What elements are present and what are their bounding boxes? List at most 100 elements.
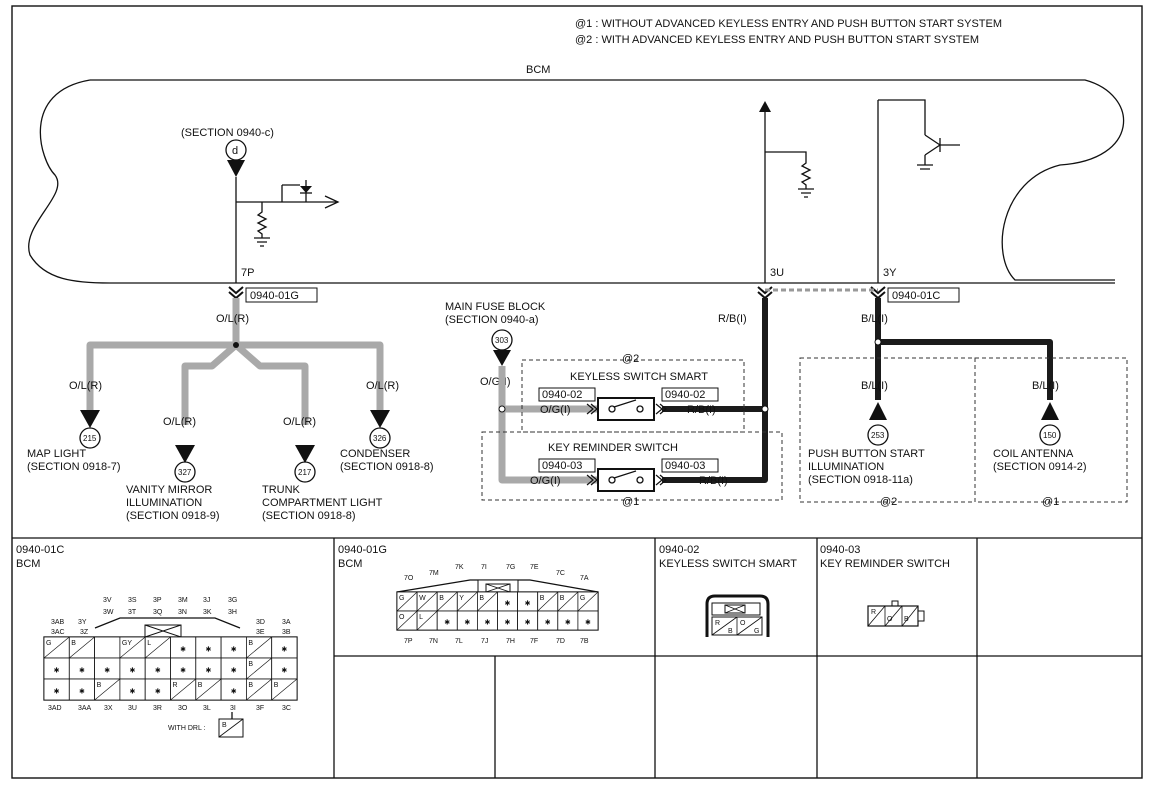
c01g-cell-label: B — [560, 595, 565, 602]
c01c-cell-label: B — [248, 682, 253, 689]
left-branch-wires — [86, 298, 384, 425]
c01g-cell-divider — [416, 591, 438, 612]
load-coil-antenna-line2: (SECTION 0914-2) — [993, 461, 1087, 473]
c01g-cell-label: ✱ — [484, 619, 490, 627]
c01c-left-3: 3Z — [80, 629, 89, 636]
c01c-cell-divider — [271, 678, 298, 701]
c01g-cell-label: B — [439, 595, 444, 602]
c01c-top2-2: 3Q — [153, 609, 163, 616]
c02-pin-2: O — [740, 620, 746, 627]
left-branch-splice — [233, 342, 239, 348]
c01c-cell-divider — [246, 657, 272, 680]
c01g-bottom-4: 7H — [506, 638, 515, 645]
c01g-cell-label: G — [399, 595, 404, 602]
bcm-title: BCM — [526, 64, 550, 76]
load-push-button-num: 253 — [871, 431, 885, 440]
c01g-cell-divider — [457, 591, 478, 612]
c01c-bottom-8: 3F — [256, 705, 264, 712]
c01g-bottom-0: 7P — [404, 638, 413, 645]
c01g-cell-label: B — [540, 595, 545, 602]
c01c-bottom-1: 3AA — [78, 705, 92, 712]
connector-tag-left-label: 0940-01G — [250, 290, 299, 302]
c01g-cell-label: Y — [459, 595, 464, 602]
connector-tag-left — [245, 287, 318, 303]
c03-pin-0: R — [871, 609, 876, 616]
c01g-cell-label: ✱ — [444, 619, 450, 627]
c01g-cell-label: ✱ — [565, 619, 571, 627]
c02-code: 0940-02 — [659, 544, 699, 556]
c01c-cell-label: ✱ — [205, 646, 211, 654]
load-push-button-wire: B/L(I) — [861, 380, 888, 392]
c02-pin-3: G — [754, 628, 759, 635]
c01g-bottom-2: 7L — [455, 638, 463, 645]
smart-switch-title: KEYLESS SWITCH SMART — [570, 371, 708, 383]
c01c-bottom-7: 3I — [230, 705, 236, 712]
legend-note-2: @2 : WITH ADVANCED KEYLESS ENTRY AND PUS… — [575, 34, 979, 46]
c01c-cell-divider — [246, 678, 272, 701]
c01c-top2-0: 3W — [103, 609, 114, 616]
c01c-bottom-2: 3X — [104, 705, 113, 712]
load-condenser: 326 CONDENSER (SECTION 0918-8) — [340, 410, 434, 473]
chevron-7p — [228, 286, 244, 300]
c01c-cell-divider — [170, 678, 196, 701]
c01g-cell-label: B — [479, 595, 484, 602]
c01g-top-5: 7E — [530, 564, 539, 571]
c01c-top1-1: 3S — [128, 597, 137, 604]
fuse-wires — [498, 366, 598, 484]
load-coil-antenna-num: 150 — [1043, 431, 1057, 440]
connector-tag-right-label: 0940-01C — [892, 290, 940, 302]
load-trunk-light-num: 217 — [298, 468, 312, 477]
left-wire-label-1: O/L(R) — [163, 416, 196, 428]
c01c-cell-label: ✱ — [180, 646, 186, 654]
c01c-name: BCM — [16, 558, 40, 570]
reminder-switch-dashed-box — [481, 431, 783, 501]
smart-conn-left-box — [538, 387, 596, 402]
diagram-frame — [11, 5, 1143, 779]
load-coil-antenna-wire: B/L(I) — [1032, 380, 1059, 392]
c01c-cell-label: ✱ — [104, 667, 110, 675]
c01g-code: 0940-01G — [338, 544, 387, 556]
c01c-bottom-3: 3U — [128, 705, 137, 712]
wire-3u-label: R/B(I) — [718, 313, 747, 325]
c01g-cell-divider — [396, 591, 418, 612]
c01c-top2-4: 3K — [203, 609, 212, 616]
c01g-cell-divider — [477, 591, 498, 612]
c01c-right-2: 3E — [256, 629, 265, 636]
c01c-cell-label: ✱ — [231, 646, 237, 654]
c01c-cell-divider — [43, 636, 70, 659]
c01c-cell-divider — [145, 636, 171, 659]
smart-conn-right-box — [661, 387, 719, 402]
right-wire-main-label: B/L(I) — [861, 313, 888, 325]
c01g-cell-divider — [557, 591, 579, 612]
c03-pin-1: O — [887, 616, 893, 623]
c03-code: 0940-03 — [820, 544, 860, 556]
c01c-bottom-9: 3C — [282, 705, 291, 712]
r-b-splice — [761, 405, 769, 413]
c01c-cell-divider — [69, 636, 95, 659]
c01g-cell-label: O — [399, 614, 405, 621]
c01g-top-6: 7C — [556, 570, 565, 577]
c01g-cell-label: ✱ — [525, 619, 531, 627]
c01g-bottom-3: 7J — [481, 638, 488, 645]
c01c-right-1: 3A — [282, 619, 291, 626]
c01c-cell-label: ✱ — [231, 667, 237, 675]
c01c-right-0: 3D — [256, 619, 265, 626]
c01g-cell — [577, 610, 599, 631]
c01c-cell-divider — [94, 678, 121, 701]
c01c-left-0: 3AB — [51, 619, 65, 626]
smart-wire-in: O/G(I) — [540, 404, 571, 416]
smart-conn-right: 0940-02 — [665, 389, 705, 401]
load-trunk-light-line3: (SECTION 0918-8) — [262, 510, 356, 522]
load-condenser-line1: CONDENSER — [340, 448, 410, 460]
load-condenser-line2: (SECTION 0918-8) — [340, 461, 434, 473]
c01c-cell-label: ✱ — [281, 646, 287, 654]
c01c-cell-divider — [195, 678, 222, 701]
connector-table — [12, 537, 1142, 778]
bcm-module: BCM — [28, 64, 1125, 284]
c01c-cell-label: B — [198, 682, 203, 689]
c01c-cell-label: B — [274, 682, 279, 689]
c02-pin-0: R — [715, 620, 720, 627]
load-vanity-mirror-num: 327 — [178, 468, 192, 477]
